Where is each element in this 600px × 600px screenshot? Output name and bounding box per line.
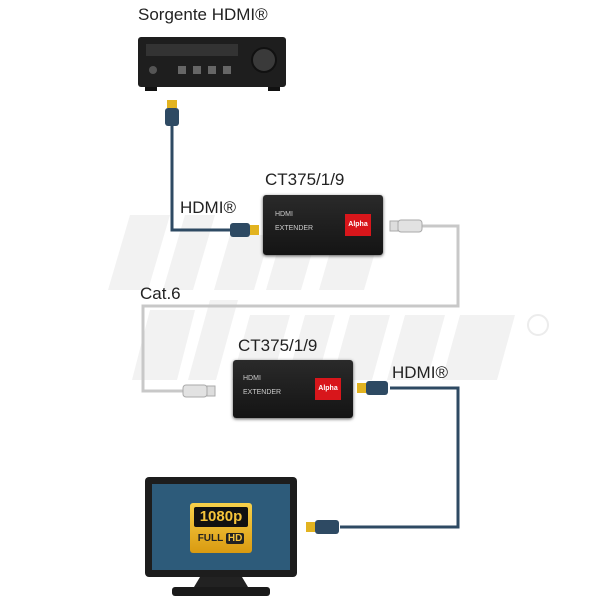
hdmi-label-1: HDMI® [180,198,236,217]
extender-product: EXTENDER [243,389,282,396]
hdmi-cable-source [170,125,232,232]
hdmi-cable-monitor [340,386,460,529]
full-hd-badge: 1080p FULL HD [190,503,252,553]
hdmi-plug-icon [230,223,259,237]
hdmi-source-device-icon [138,37,286,91]
resolution-text: 1080p [194,507,248,527]
extender-brand: HDMI [275,211,293,218]
source-label: Sorgente HDMI® [138,5,268,24]
alpha-logo: Alpha [345,214,371,236]
extender-product: EXTENDER [275,225,314,232]
extender-1: HDMI EXTENDER Alpha [263,195,383,255]
hdmi-label-2: HDMI® [392,363,448,382]
hdmi-plug-icon [165,100,179,126]
rj45-plug-icon [182,384,216,398]
extender-2: HDMI EXTENDER Alpha [233,360,353,418]
alpha-logo: Alpha [315,378,341,400]
cat6-label: Cat.6 [140,284,181,303]
hd-text: HD [225,533,245,544]
extender-brand: HDMI [243,375,261,382]
extender-2-model: CT375/1/9 [238,336,318,355]
rj45-plug-icon [389,219,423,233]
extender-1-model: CT375/1/9 [265,170,345,189]
hdmi-plug-icon [306,520,339,534]
full-text: FULL [197,533,224,544]
cat6-cable [141,224,460,393]
hdmi-plug-icon [357,381,388,395]
